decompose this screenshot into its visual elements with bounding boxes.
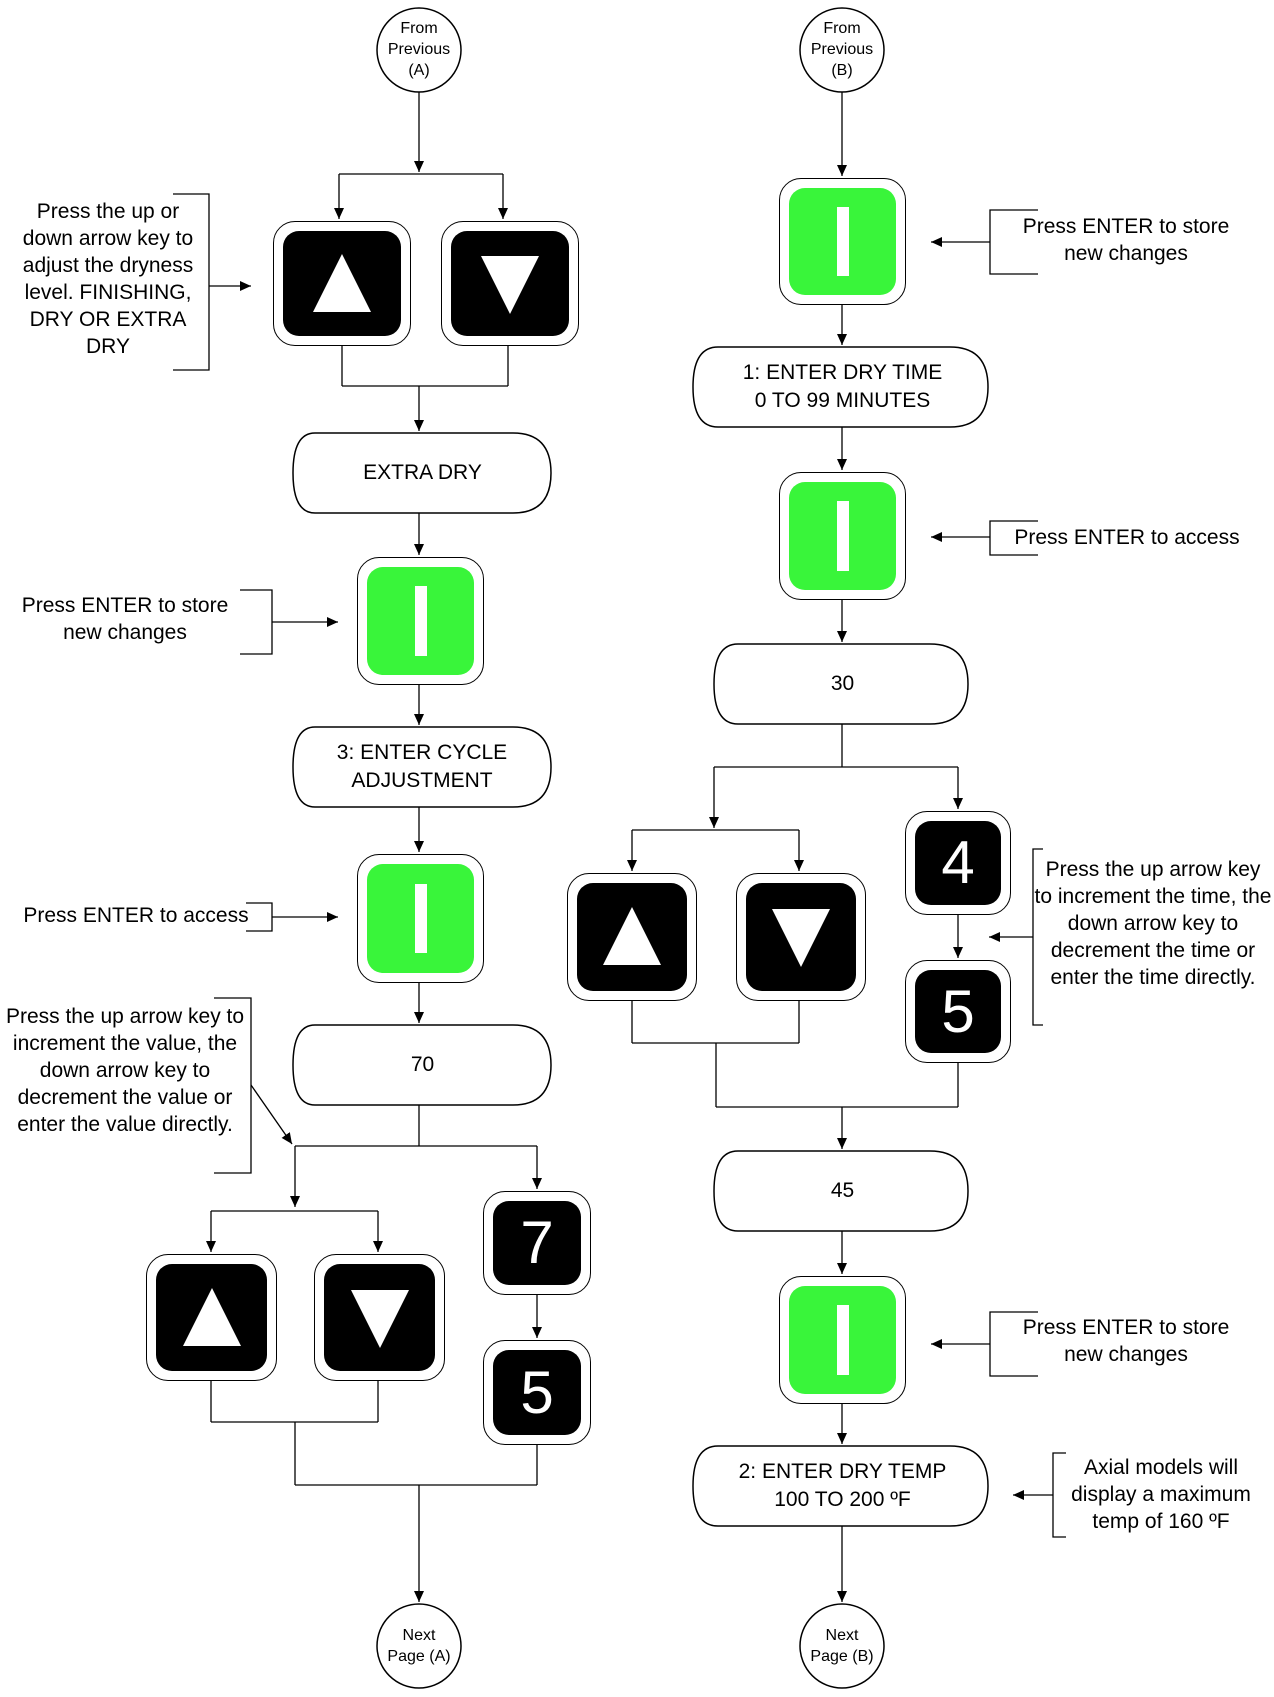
display-value-45: 45 (830, 1179, 855, 1202)
digit-5-label: 5 (941, 977, 975, 1045)
display-shape-cycle (292, 726, 552, 808)
down-arrow-key[interactable] (314, 1254, 445, 1381)
digit-key-5[interactable]: 5 (905, 960, 1011, 1063)
enter-key[interactable] (779, 472, 906, 600)
display-value-30: 30 (830, 672, 855, 695)
next-page-b-label: Next Page (B) (810, 1627, 874, 1665)
enter-key[interactable] (357, 557, 484, 685)
display-shape-45 (713, 1150, 969, 1232)
note-press-enter-store: Press ENTER to store new changes (1022, 1316, 1230, 1366)
note-increment-time: Press the up arrow key to increment the … (1034, 858, 1272, 989)
from-previous-a-label: From Previous (A) (387, 20, 451, 79)
enter-key-icon (414, 586, 427, 656)
display-value-70: 70 (410, 1053, 435, 1076)
up-arrow-key[interactable] (146, 1254, 277, 1381)
up-arrow-key[interactable] (567, 873, 697, 1001)
from-previous-b-label: From Previous (B) (810, 20, 874, 79)
terminator-next-b (799, 1603, 885, 1689)
display-enter-dry-temp: 2: ENTER DRY TEMP 100 TO 200 ºF (738, 1460, 947, 1511)
up-arrow-key[interactable] (273, 221, 411, 346)
up-arrow-key-icon (182, 1287, 241, 1346)
display-enter-dry-time: 1: ENTER DRY TIME 0 TO 99 MINUTES (742, 361, 943, 412)
digit-5-label: 5 (520, 1358, 554, 1426)
note-press-enter-store: Press ENTER to store new changes (21, 594, 229, 644)
display-shape-70 (292, 1024, 552, 1106)
down-arrow-key-icon (481, 255, 539, 314)
next-page-a-label: Next Page (A) (387, 1627, 451, 1665)
digit-key-4[interactable]: 4 (905, 811, 1011, 915)
digit-7-label: 7 (520, 1209, 554, 1276)
note-press-enter-access: Press ENTER to access (23, 904, 249, 927)
enter-key-icon (836, 1305, 849, 1375)
digit-key-5[interactable]: 5 (483, 1340, 591, 1445)
display-enter-cycle-adjustment: 3: ENTER CYCLE ADJUSTMENT (336, 741, 508, 792)
note-press-enter-access: Press ENTER to access (1014, 526, 1240, 549)
note-axial-models: Axial models will display a maximum temp… (1071, 1456, 1251, 1533)
display-shape-extra-dry (292, 432, 552, 514)
up-arrow-key-icon (313, 253, 371, 312)
display-shape-dry-time (692, 346, 989, 428)
display-shape-dry-temp (692, 1445, 989, 1527)
down-arrow-key[interactable] (736, 873, 866, 1001)
enter-key-icon (836, 207, 849, 276)
note-increment-value: Press the up arrow key to increment the … (5, 1005, 245, 1136)
down-arrow-key-icon (772, 909, 830, 967)
down-arrow-key-icon (350, 1289, 409, 1348)
enter-key[interactable] (779, 178, 906, 305)
down-arrow-key[interactable] (441, 221, 579, 346)
up-arrow-key-icon (603, 907, 661, 965)
digit-key-7[interactable]: 7 (483, 1191, 591, 1295)
note-adjust-dryness: Press the up or down arrow key to adjust… (22, 200, 194, 358)
enter-key-icon (414, 883, 427, 954)
terminator-next-a (376, 1603, 462, 1689)
note-press-enter-store: Press ENTER to store new changes (1022, 215, 1230, 265)
display-shape-30 (713, 643, 969, 725)
enter-key[interactable] (779, 1276, 906, 1404)
display-extra-dry: EXTRA DRY (363, 461, 482, 484)
enter-key[interactable] (357, 854, 484, 983)
enter-key-icon (836, 501, 849, 571)
digit-4-label: 4 (941, 829, 975, 896)
